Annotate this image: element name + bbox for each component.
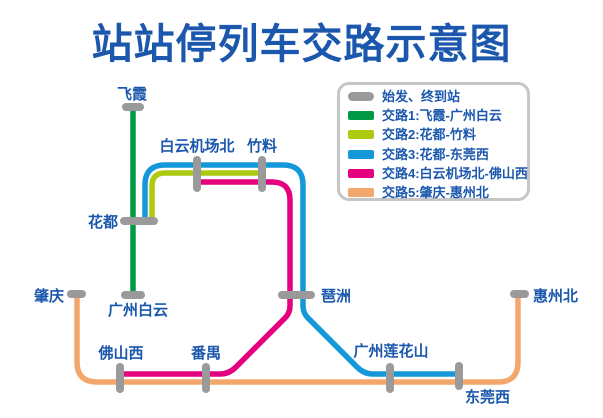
route-3-line-huadu-dongguanxi (142, 162, 459, 377)
route-5-swatch (348, 188, 374, 198)
station-marker-feixia (122, 103, 144, 111)
station-marker-panyu (202, 363, 210, 393)
legend-item-route-3: 交路3:花都-东莞西 (348, 145, 527, 164)
legend-item-label: 始发、终到站 (382, 89, 461, 105)
station-marker-zhuliao (258, 156, 266, 192)
station-marker-pazhou (278, 291, 315, 299)
station-marker-guangzhoulianhuashan (386, 363, 394, 393)
station-marker-huizhoubei (510, 290, 529, 298)
route-2-swatch (348, 130, 374, 140)
station-label-huadu: 花都 (88, 213, 118, 231)
station-label-foshanxi: 佛山西 (97, 344, 143, 362)
legend-item-label: 交路4:白云机场北-佛山西 (382, 165, 528, 181)
route-5-line-zhaoqing-huizhoubei (74, 294, 521, 385)
legend-item-route-1: 交路1:飞霞-广州白云 (348, 106, 527, 125)
station-label-zhaoqing: 肇庆 (33, 287, 64, 305)
station-label-dongguanxi: 东莞西 (465, 388, 510, 406)
route-3-swatch (348, 149, 374, 159)
page-title: 站站停列车交路示意图 (91, 21, 512, 67)
station-marker-foshanxi (116, 363, 124, 393)
route-4-swatch (348, 168, 374, 178)
station-label-guangzhoulianhuashan: 广州莲花山 (353, 342, 428, 360)
route-2-line-huadu-zhuliao (149, 170, 262, 221)
station-marker-guangzhoubaiyun (121, 291, 145, 299)
route-4-line-baiyunjichangbei-foshanxi (120, 179, 293, 377)
station-label-zhuliao: 竹料 (246, 137, 277, 155)
station-label-guangzhoubaiyun: 广州白云 (108, 301, 168, 319)
legend-item-route-5: 交路5:肇庆-惠州北 (348, 183, 527, 202)
legend-item-label: 交路1:飞霞-广州白云 (382, 108, 502, 124)
route-1-swatch (348, 111, 374, 121)
legend-item-terminal: 始发、终到站 (348, 87, 527, 106)
station-label-pazhou: 琶洲 (321, 288, 351, 305)
station-label-baiyunjichangbei: 白云机场北 (159, 137, 234, 155)
station-label-huizhoubei: 惠州北 (533, 287, 578, 305)
legend-item-label: 交路2:花都-竹料 (382, 127, 476, 143)
legend-item-label: 交路5:肇庆-惠州北 (382, 185, 489, 201)
station-marker-dongguanxi (455, 362, 463, 390)
legend-box: 始发、终到站 交路1:飞霞-广州白云 交路2:花都-竹料 交路3:花都-东莞西 … (337, 82, 530, 201)
legend-item-route-2: 交路2:花都-竹料 (348, 125, 527, 144)
legend-item-route-4: 交路4:白云机场北-佛山西 (348, 164, 528, 183)
station-label-feixia: 飞霞 (117, 85, 148, 103)
station-label-panyu: 番禺 (190, 344, 221, 362)
station-marker-zhaoqing (67, 290, 86, 298)
legend-item-label: 交路3:花都-东莞西 (382, 146, 489, 162)
station-marker-baiyunjichangbei (193, 156, 201, 192)
terminal-marker-swatch (348, 92, 374, 102)
station-marker-huadu (120, 217, 158, 225)
